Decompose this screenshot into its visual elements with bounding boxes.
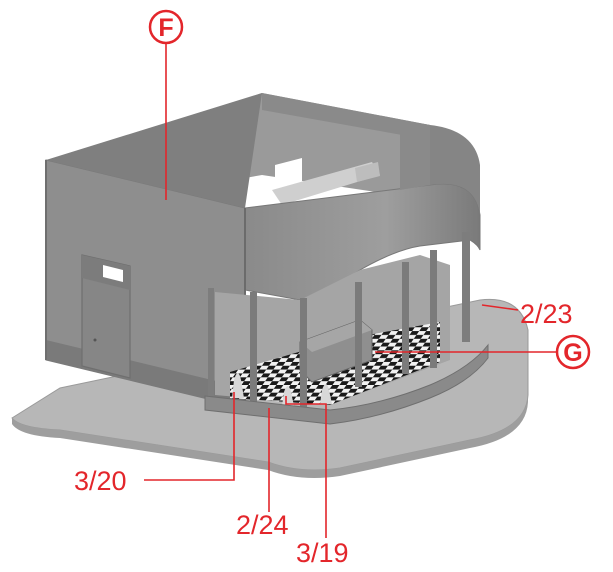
storefront-interior	[215, 255, 450, 406]
label-2-23: 2/23	[520, 299, 573, 329]
callout-g-label: G	[563, 339, 582, 367]
leader-2-23	[481, 304, 519, 311]
callout-f-label: F	[158, 14, 173, 42]
leader-3-19	[285, 396, 327, 538]
leader-lines	[144, 44, 556, 538]
callout-f: F	[148, 9, 184, 45]
left-wall	[45, 93, 262, 409]
callout-g: G	[555, 334, 591, 370]
label-2-24: 2/24	[236, 510, 289, 540]
figures	[232, 373, 332, 406]
label-3-19: 3/19	[296, 538, 349, 568]
label-3-20: 3/20	[74, 466, 127, 496]
window-frames	[204, 232, 489, 425]
leader-3-20	[144, 392, 235, 481]
